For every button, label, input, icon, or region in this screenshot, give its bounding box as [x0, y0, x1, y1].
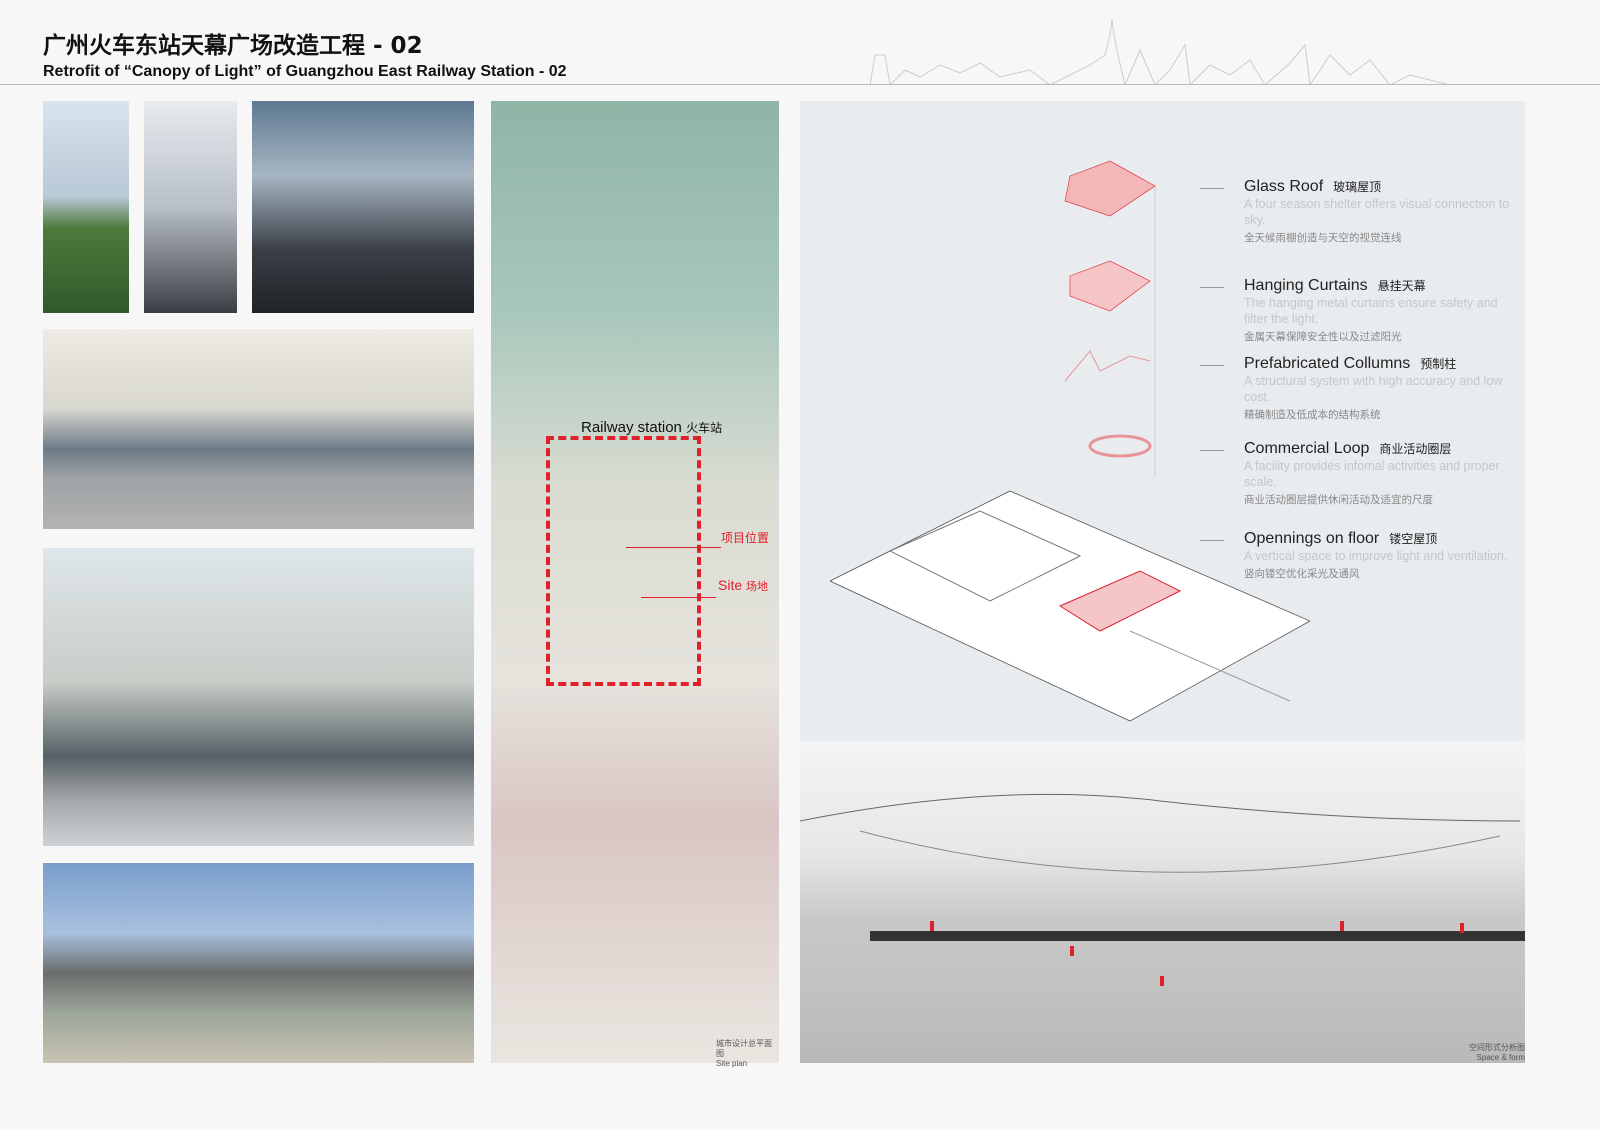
legend-title-en: Prefabricated Collumns — [1244, 355, 1411, 372]
legend-title-en: Opennings on floor — [1244, 530, 1380, 547]
legend-item-commercial-loop: Commercial Loop 商业活动圈层 A facility provides… — [1200, 440, 1520, 507]
legend-title-cn: 玻璃屋顶 — [1333, 180, 1382, 194]
photo-canopy-plaza — [43, 329, 474, 529]
legend-desc-cn: 精确制造及低成本的结构系统 — [1244, 409, 1381, 421]
legend-item-glass-roof: Glass Roof 玻璃屋顶 A four season shelter offe… — [1200, 178, 1520, 245]
legend-dash — [1200, 287, 1224, 288]
site-leader-line — [641, 597, 716, 598]
legend-dash — [1200, 365, 1224, 366]
legend-item-prefabricated-columns: Prefabricated Collumns 预制柱 A structural sy… — [1200, 355, 1520, 422]
header-divider — [0, 84, 1600, 85]
legend-desc-cn: 全天候雨棚创造与天空的视觉连线 — [1244, 232, 1402, 244]
skyline-illustration — [870, 19, 1450, 85]
legend-title: Glass Roof 玻璃屋顶 — [1244, 178, 1520, 196]
railway-label-en: Railway station — [581, 419, 682, 436]
exploded-layers-diagram — [1064, 160, 1156, 476]
railway-station-label: Railway station 火车站 — [581, 419, 722, 436]
site-label-cn: 场地 — [746, 581, 769, 593]
site-boundary — [546, 436, 701, 686]
site-label-en: Site — [718, 577, 743, 593]
legend-title-en: Glass Roof — [1244, 178, 1324, 195]
page-subtitle: Retrofit of “Canopy of Light” of Guangzh… — [43, 63, 567, 80]
photo-canopy-interior-rendering — [43, 548, 474, 846]
legend-title-cn: 镂空屋顶 — [1389, 532, 1438, 546]
legend-desc-cn: 竖向镂空优化采光及通风 — [1244, 568, 1360, 580]
legend-title: Prefabricated Collumns 预制柱 — [1244, 355, 1520, 373]
legend-title: Opennings on floor 镂空屋顶 — [1244, 530, 1520, 548]
legend-title-en: Hanging Curtains — [1244, 277, 1368, 294]
legend-desc: A four season shelter offers visual conn… — [1244, 197, 1510, 227]
legend-title-cn: 预制柱 — [1420, 357, 1457, 371]
map-caption-cn: 城市设计总平面图 — [716, 1039, 772, 1058]
legend-desc: The hanging metal curtains ensure safety… — [1244, 296, 1498, 326]
right-caption-cn: 空间形式分析图 — [1469, 1043, 1525, 1052]
site-plan-map: Railway station 火车站 项目位置 Site 场地 城市设计总平面… — [491, 101, 779, 1068]
photo-canopy-walkway — [144, 101, 237, 313]
site-label: Site 场地 — [718, 577, 768, 594]
photo-canopy-traffic — [252, 101, 474, 313]
legend-dash — [1200, 540, 1224, 541]
legend-dash — [1200, 188, 1224, 189]
legend-title: Hanging Curtains 悬挂天幕 — [1244, 277, 1520, 295]
legend-title-cn: 悬挂天幕 — [1377, 279, 1426, 293]
legend-desc: A vertical space to improve light and ve… — [1244, 549, 1508, 563]
photo-station-exterior — [43, 101, 129, 313]
legend-desc-cn: 商业活动圈层提供休闲活动及适宜的尺度 — [1244, 494, 1433, 506]
legend-item-hanging-curtains: Hanging Curtains 悬挂天幕 The hanging metal cu… — [1200, 277, 1520, 344]
project-location-label: 项目位置 — [721, 531, 770, 545]
legend-title: Commercial Loop 商业活动圈层 — [1244, 440, 1520, 458]
legend-item-openings-on-floor: Opennings on floor 镂空屋顶 A vertical space t… — [1200, 530, 1520, 581]
map-caption-en: Site plan — [716, 1059, 748, 1068]
photo-station-aerial — [43, 863, 474, 1063]
legend-dash — [1200, 450, 1224, 451]
legend-title-en: Commercial Loop — [1244, 440, 1370, 457]
legend-desc: A facility provides infomal activities a… — [1244, 459, 1500, 489]
legend-desc: A structural system with high accuracy a… — [1244, 374, 1503, 404]
railway-label-cn: 火车站 — [686, 421, 723, 435]
legend-title-cn: 商业活动圈层 — [1379, 442, 1452, 456]
page-title: 广州火车东站天幕广场改造工程 - 02 — [43, 33, 423, 59]
legend-desc-cn: 金属天幕保障安全性以及过滤阳光 — [1244, 331, 1402, 343]
right-caption-en: Space & form — [1476, 1053, 1525, 1062]
project-leader-line — [626, 547, 721, 548]
axonometric-station-drawing — [830, 490, 1310, 722]
